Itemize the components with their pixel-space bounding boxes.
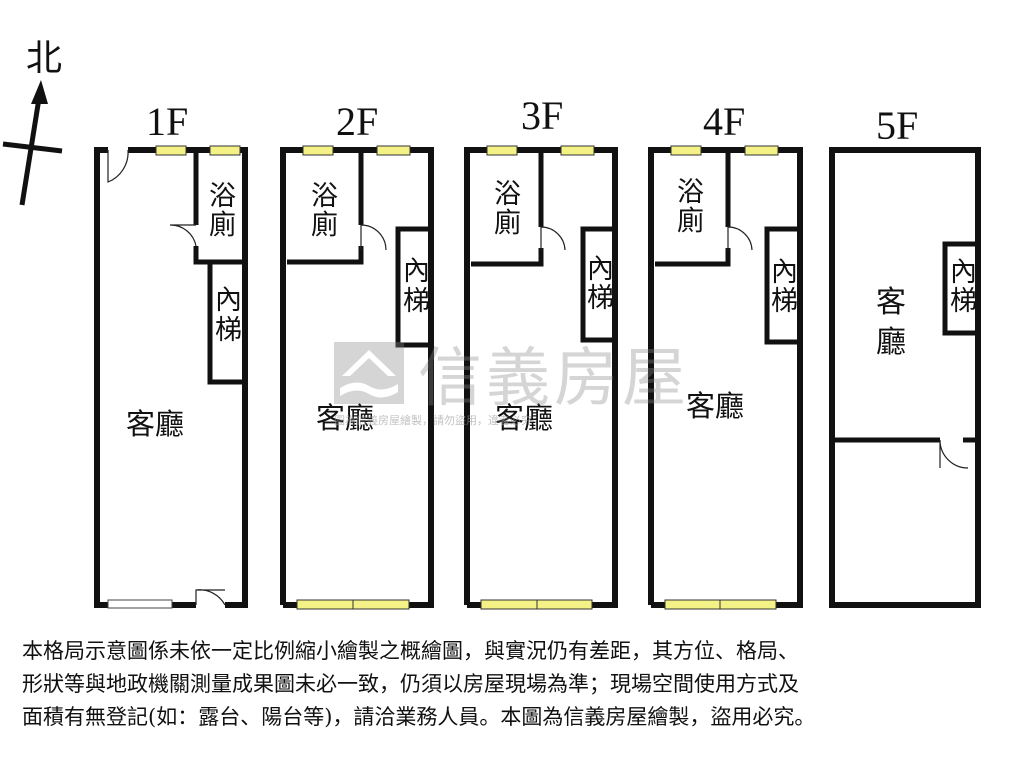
front-door [195, 589, 226, 606]
room-bath-2f: 浴 [311, 181, 338, 212]
window [486, 145, 518, 156]
floor-label-4f: 4F [703, 99, 745, 144]
room-living-2f: 客廳 [316, 401, 374, 435]
compass-north-label: 北 [26, 38, 62, 79]
floor-plan-3f: 浴 廁 內 梯 客廳 [464, 145, 618, 610]
disclaimer-line: 本格局示意圖係未依一定比例縮小繪製之概繪圖，與實況仍有差距，其方位、格局、 [22, 639, 799, 663]
room-stair-5f-2: 梯 [950, 286, 977, 317]
room-bath-4f-2: 廁 [677, 206, 704, 237]
window [209, 145, 241, 156]
north-arrow-icon: 北 [2, 38, 63, 206]
window [670, 145, 702, 156]
floor-plan-diagram: 北 1F 2F 3F 4F 5F 浴 廁 內 梯 客廳 [2, 38, 981, 610]
disclaimer-text: 本格局示意圖係未依一定比例縮小繪製之概繪圖，與實況仍有差距，其方位、格局、 形狀… [22, 635, 1007, 734]
room-bath-2f-2: 廁 [311, 210, 338, 241]
room-bath-3f-2: 廁 [494, 208, 521, 239]
disclaimer-line: 面積有無登記(如：露台、陽台等)，請洽業務人員。本圖為信義房屋繪製，盜用必究。 [22, 705, 816, 729]
window [744, 145, 779, 156]
floor-plan-1f: 浴 廁 內 梯 客廳 [94, 145, 248, 609]
floor-plan-5f: 內 梯 客 廳 [829, 147, 981, 608]
room-stair-1f: 內 [215, 285, 242, 316]
watermark-note: 圖為信義房屋繪製，請勿盜用，違者必究 [334, 414, 532, 427]
window [302, 145, 334, 156]
window [155, 145, 187, 156]
room-stair-4f-2: 梯 [771, 286, 798, 317]
bathroom-door [727, 226, 753, 251]
bathroom-door [360, 224, 387, 251]
room-living-3f: 客廳 [495, 401, 553, 435]
room-stair-1f-2: 梯 [215, 315, 242, 346]
interior-door [939, 439, 969, 469]
floor-label-5f: 5F [876, 103, 918, 148]
floor-label-1f: 1F [146, 99, 188, 144]
room-stair-3f: 內 [587, 254, 614, 285]
bathroom-door [169, 224, 197, 247]
room-living-4f: 客廳 [686, 389, 744, 423]
room-stair-2f-2: 梯 [403, 286, 430, 317]
room-bath-4f: 浴 [677, 177, 704, 208]
room-living-1f: 客廳 [126, 407, 184, 441]
disclaimer-line: 形狀等與地政機關測量成果圖未必一致，仍須以房屋現場為準；現場空間使用方式及 [22, 672, 799, 696]
entry-door [107, 149, 129, 183]
room-stair-2f: 內 [403, 256, 430, 287]
room-stair-5f: 內 [950, 257, 977, 288]
window [376, 145, 411, 156]
room-bath-3f: 浴 [494, 179, 521, 210]
window [560, 145, 595, 156]
room-living-5f-2: 廳 [876, 325, 906, 360]
glass-door [107, 599, 173, 609]
room-living-5f: 客 [876, 285, 906, 320]
floor-plan-2f: 浴 廁 內 梯 客廳 [280, 145, 434, 610]
room-bath-1f: 浴 [209, 181, 236, 212]
floor-label-2f: 2F [336, 99, 378, 144]
room-bath-1f-2: 廁 [209, 210, 236, 241]
floor-plan-4f: 浴 廁 內 梯 客廳 [648, 145, 803, 610]
bathroom-door [540, 226, 566, 251]
room-stair-3f-2: 梯 [587, 283, 614, 314]
room-stair-4f: 內 [771, 257, 798, 288]
floor-label-3f: 3F [521, 93, 563, 138]
